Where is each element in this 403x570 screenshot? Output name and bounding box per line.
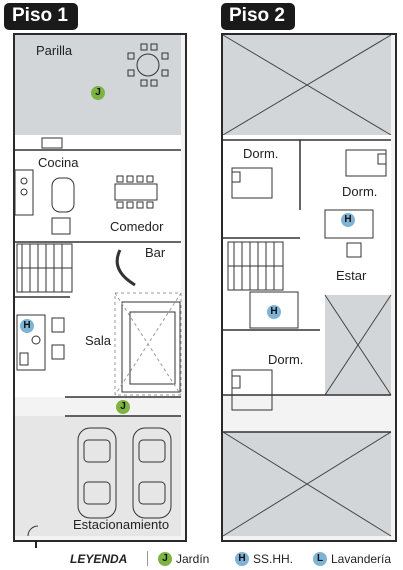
legend-jardin-marker: J	[158, 552, 172, 566]
bathroom-f1	[16, 314, 46, 371]
parilla-chairs	[127, 43, 169, 87]
legend-title: LEYENDA	[70, 552, 128, 566]
stairs-f1	[16, 243, 73, 293]
parking-area	[15, 416, 181, 536]
kitchen-counter	[14, 169, 34, 216]
sala-sofa	[121, 301, 181, 393]
room-bar: Bar	[145, 245, 166, 260]
car-right	[132, 427, 172, 519]
garden-marker-top: J	[91, 86, 105, 100]
bathroom-f2-mid	[249, 291, 299, 329]
bathroom-marker-f2-mid: H	[267, 305, 281, 319]
round-table	[136, 53, 160, 77]
room-parilla: Parilla	[36, 43, 73, 58]
bed-2	[345, 149, 387, 177]
legend-lavanderia-marker: L	[313, 552, 327, 566]
room-dorm-2: Dorm.	[342, 184, 378, 199]
floor-2-title: Piso 2	[221, 3, 295, 30]
dining-table	[114, 183, 158, 201]
room-cocina: Cocina	[38, 155, 79, 170]
kitchen-island	[51, 177, 75, 213]
bed-3	[231, 369, 273, 411]
bathroom-marker-f1: H	[20, 319, 34, 333]
bathroom-f2-top	[324, 209, 374, 239]
legend-sshh-marker: H	[235, 552, 249, 566]
room-dorm-1: Dorm.	[243, 146, 279, 161]
room-estacionamiento: Estacionamiento	[73, 517, 170, 532]
floor-1-title: Piso 1	[4, 3, 78, 30]
legend: LEYENDA J Jardín H SS.HH. L Lavandería	[0, 548, 403, 570]
legend-divider	[147, 551, 148, 566]
legend-sshh-label: SS.HH.	[253, 552, 294, 566]
car-left	[77, 427, 117, 519]
legend-jardin-label: Jardín	[176, 552, 210, 566]
stairs-f2	[227, 241, 284, 291]
interior-area-f1	[15, 135, 181, 397]
bathroom-marker-f2-top: H	[341, 213, 355, 227]
legend-lavanderia-label: Lavandería	[331, 552, 392, 566]
room-estar: Estar	[336, 268, 367, 283]
room-dorm-3: Dorm.	[268, 352, 304, 367]
bed-1	[231, 167, 273, 199]
room-comedor: Comedor	[110, 219, 164, 234]
garden-marker-middle: J	[116, 400, 130, 414]
room-sala: Sala	[85, 333, 112, 348]
bar-counter	[115, 249, 136, 287]
garden-area-top	[15, 35, 181, 135]
